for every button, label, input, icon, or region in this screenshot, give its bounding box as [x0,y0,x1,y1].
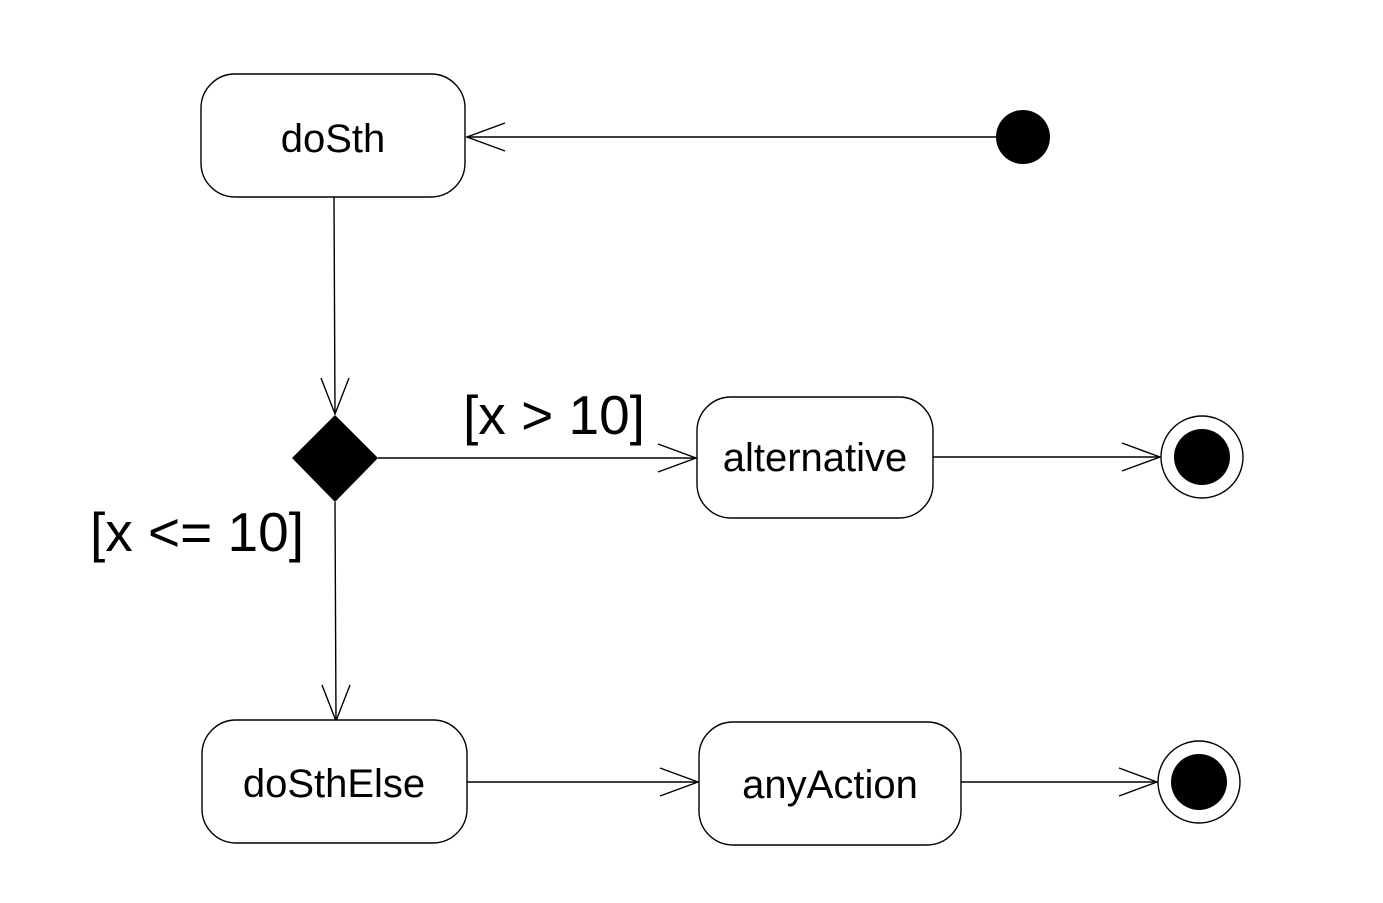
arrowhead-into-dosth-icon [464,122,506,152]
arrowhead-into-final-top-icon [1121,442,1163,472]
final-bottom-inner-circle [1171,754,1227,810]
guard-label-x-le-10: [x <= 10] [90,501,304,563]
activity-label-alternative: alternative [723,436,908,480]
final-node-top-icon [1160,415,1244,499]
activity-label-dosthelse: doSthElse [243,762,425,806]
final-node-bottom-icon [1157,740,1241,824]
activity-node-alternative: alternative [696,396,934,519]
arrowhead-into-decision-icon [320,377,350,416]
activity-box-anyaction [698,721,962,846]
transitions [320,122,1163,797]
arrowhead-into-final-bottom-icon [1118,767,1160,797]
transition-dosth-to-decision [333,196,336,415]
activity-box-dosth [200,73,466,198]
activity-label-anyaction: anyAction [742,763,918,807]
transition-decision-to-dosthelse [334,501,337,722]
activity-node-anyaction: anyAction [698,721,962,846]
decision-diamond-icon [292,415,378,502]
arrowhead-into-anyaction-icon [659,767,701,797]
initial-node-icon [996,110,1050,164]
activity-node-dosthelse: doSthElse [201,719,468,844]
activity-box-dosthelse [201,719,468,844]
activity-box-alternative [696,396,934,519]
arrowhead-into-alternative-icon [657,443,699,473]
final-top-inner-circle [1174,429,1230,485]
activity-label-dosth: doSth [281,117,386,161]
guard-label-x-gt-10: [x > 10] [463,384,645,446]
activity-node-dosth: doSth [200,73,466,198]
